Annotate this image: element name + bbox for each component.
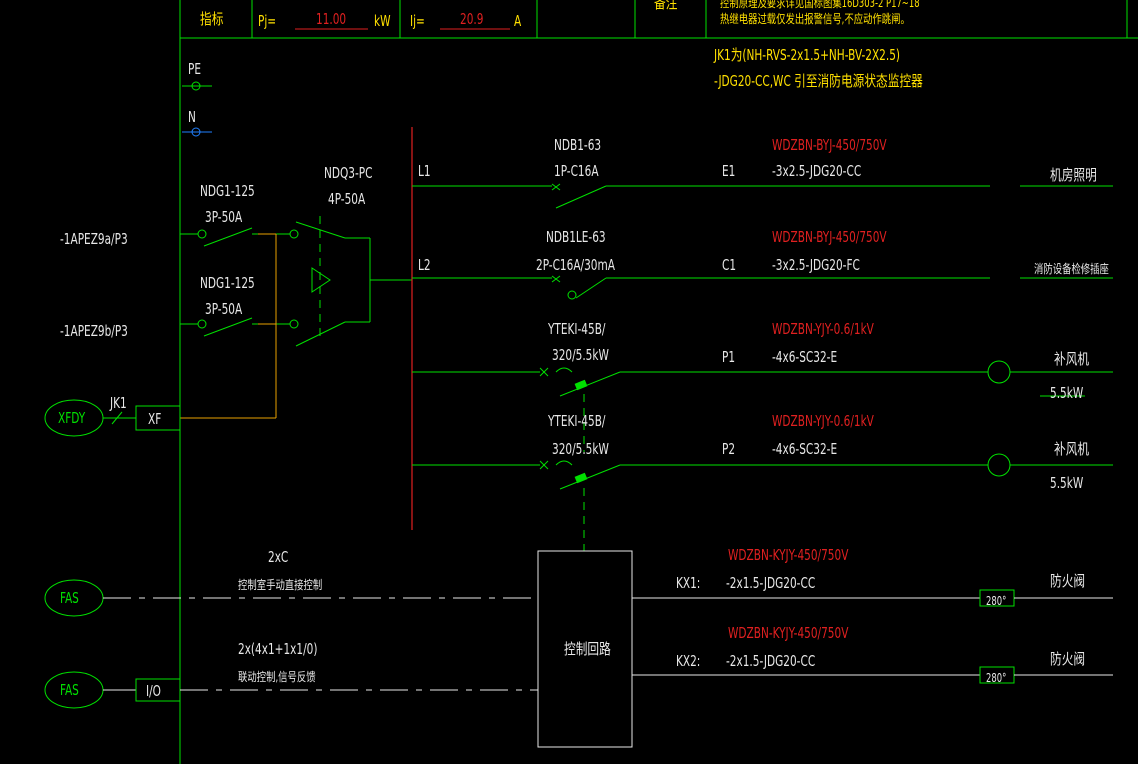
kx1-cable: WDZBN-KYJY-450/750V (728, 546, 849, 564)
kx2-circuit: KX2: (676, 652, 701, 670)
note-line2: 热继电器过载仅发出报警信号,不应动作跳闸。 (720, 12, 910, 26)
c1-spec: -3x2.5-JDG20-CC (772, 162, 862, 180)
outgoing-circuits (412, 183, 1113, 551)
incoming-section (180, 216, 412, 347)
c3-load: 补风机 (1054, 350, 1090, 368)
header-table (179, 0, 1138, 764)
note-line1: 控制原理及要求详见国标图集16D303-2 P17~18 (720, 0, 920, 10)
c1-rating: 1P-C16A (554, 162, 599, 180)
source-b-rating: 3P-50A (205, 300, 243, 318)
fas2-cable: 2x(4x1+1x1/0) (238, 640, 318, 658)
io-label: I/O (146, 682, 161, 700)
source-a-rating: 3P-50A (205, 208, 243, 226)
source-a-id: -1APEZ9a/P3 (60, 230, 128, 248)
pe-n-buses (182, 81, 212, 137)
kx2-temp: 280° (986, 671, 1007, 685)
kx1-spec: -2x1.5-JDG20-CC (726, 574, 816, 592)
source-b-id: -1APEZ9b/P3 (60, 322, 128, 340)
n-label: N (188, 108, 196, 126)
index-label: 指标 (200, 10, 224, 28)
c3-rating: 320/5.5kW (552, 346, 609, 364)
ij-value: 20.9 (460, 10, 484, 28)
c3-kw: 5.5kW (1050, 384, 1084, 402)
pj-unit: kW (374, 12, 391, 30)
kx1-load: 防火阀 (1050, 572, 1086, 590)
kx1-circuit: KX1: (676, 574, 701, 592)
control-loop (44, 550, 1113, 748)
fas2-desc: 联动控制,信号反馈 (238, 670, 316, 684)
c2-phase: L2 (418, 256, 431, 274)
c4-spec: -4x6-SC32-E (772, 440, 838, 458)
c3-spec: -4x6-SC32-E (772, 348, 838, 366)
c1-cable: WDZBN-BYJ-450/750V (772, 136, 887, 154)
source-b-breaker: NDG1-125 (200, 274, 255, 292)
jk1-cable-line2: -JDG20-CC,WC 引至消防电源状态监控器 (714, 72, 923, 90)
pj-label: Pj= (258, 12, 277, 30)
ij-label: Ij= (410, 12, 425, 30)
note-label: 备注 (654, 0, 678, 12)
fas1-cable: 2xC (268, 548, 289, 566)
c4-load: 补风机 (1054, 440, 1090, 458)
xf-label: XF (148, 410, 162, 428)
fas1-label: FAS (60, 589, 79, 607)
c2-circuit: C1 (722, 256, 737, 274)
c3-breaker: YTEKI-45B/ (548, 320, 606, 338)
kx2-cable: WDZBN-KYJY-450/750V (728, 624, 849, 642)
c4-circuit: P2 (722, 440, 736, 458)
pj-value: 11.00 (316, 10, 347, 28)
c4-breaker: YTEKI-45B/ (548, 412, 606, 430)
fas2-label: FAS (60, 681, 79, 699)
xfdy-control (44, 399, 181, 437)
pe-label: PE (188, 60, 202, 78)
c2-load: 消防设备检修插座 (1034, 262, 1109, 276)
kx2-spec: -2x1.5-JDG20-CC (726, 652, 816, 670)
c2-rating: 2P-C16A/30mA (536, 256, 615, 274)
c2-breaker: NDB1LE-63 (546, 228, 606, 246)
c1-load: 机房照明 (1050, 166, 1097, 184)
c2-spec: -3x2.5-JDG20-FC (772, 256, 860, 274)
source-a-breaker: NDG1-125 (200, 182, 255, 200)
control-box-label: 控制回路 (564, 640, 611, 658)
ij-unit: A (514, 12, 522, 30)
c4-rating: 320/5.5kW (552, 440, 609, 458)
ats-rating: 4P-50A (328, 190, 366, 208)
kx1-temp: 280° (986, 594, 1007, 608)
jk1-cable-line1: JK1为(NH-RVS-2x1.5+NH-BV-2X2.5) (714, 46, 901, 64)
kx2-load: 防火阀 (1050, 650, 1086, 668)
c4-kw: 5.5kW (1050, 474, 1084, 492)
c1-phase: L1 (418, 162, 431, 180)
xfdy-label: XFDY (58, 409, 86, 427)
c1-circuit: E1 (722, 162, 736, 180)
control-wiring (180, 233, 277, 419)
ats-model: NDQ3-PC (324, 164, 373, 182)
fas1-desc: 控制室手动直接控制 (238, 578, 323, 592)
c3-cable: WDZBN-YJY-0.6/1kV (772, 320, 874, 338)
c3-circuit: P1 (722, 348, 736, 366)
c1-breaker: NDB1-63 (554, 136, 602, 154)
jk1-label: JK1 (110, 394, 127, 412)
c4-cable: WDZBN-YJY-0.6/1kV (772, 412, 874, 430)
c2-cable: WDZBN-BYJ-450/750V (772, 228, 887, 246)
